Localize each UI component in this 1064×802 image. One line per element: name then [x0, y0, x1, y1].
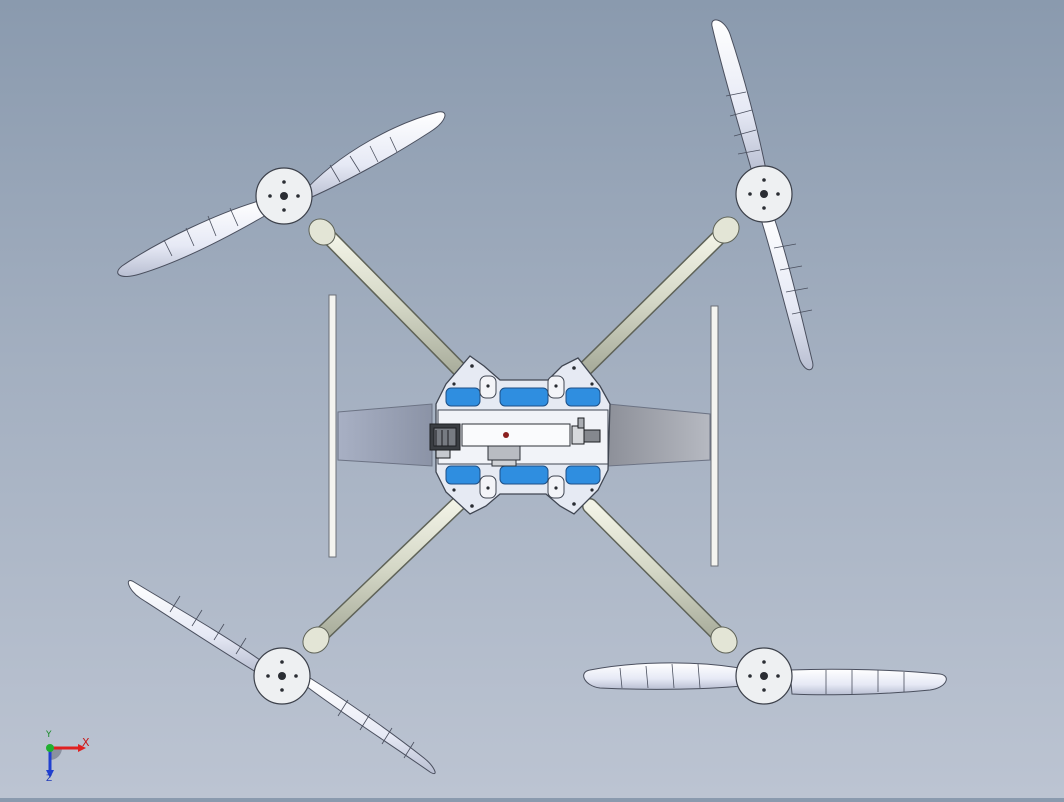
arm-bottom-right [582, 498, 738, 654]
left-wing [328, 294, 433, 558]
motor-hub-bottom-right [735, 647, 793, 705]
propeller-top-left [117, 111, 446, 277]
x-axis-label: X [82, 736, 90, 749]
propeller-top-right [711, 19, 814, 371]
arm-top-left [308, 218, 470, 380]
z-axis-label: Z [46, 774, 53, 784]
gear-assembly-left [429, 423, 461, 459]
orientation-triad[interactable]: X Y Z [34, 730, 104, 786]
propeller-bottom-left [127, 580, 436, 774]
center-body [429, 355, 611, 515]
right-wing [607, 305, 719, 567]
motor-hub-top-right [735, 165, 793, 223]
arm-top-right [578, 216, 740, 376]
motor-hub-top-left [255, 167, 313, 225]
arm-bottom-left [302, 494, 468, 654]
connector-right [571, 417, 601, 445]
y-axis-marker [46, 744, 54, 752]
motor-hub-bottom-left [253, 647, 311, 705]
axis-triad-graphic [46, 744, 86, 778]
y-axis-label: Y [46, 730, 52, 740]
propeller-bottom-right [583, 662, 947, 696]
